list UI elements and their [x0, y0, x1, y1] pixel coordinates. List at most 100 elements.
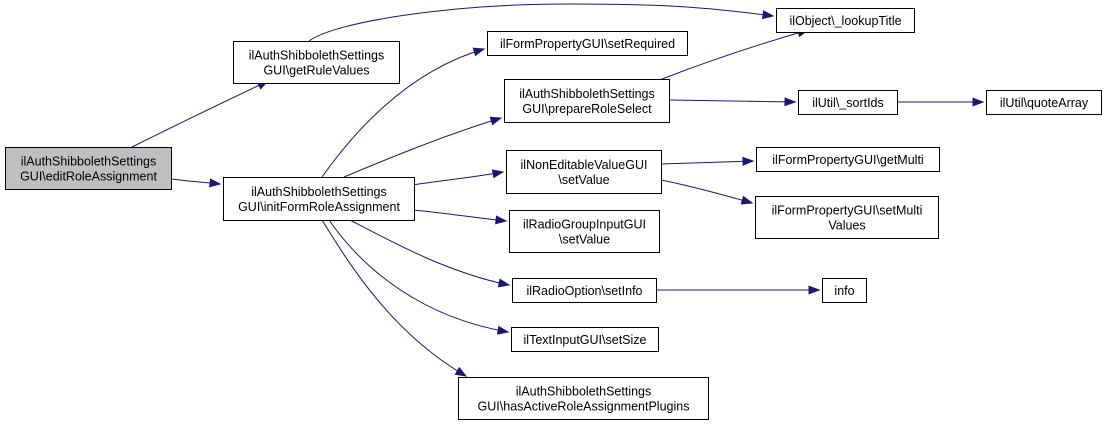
edge-radioOptionSetInfo-to-info — [656, 285, 821, 295]
node-label: ilTextInputGUI\setSize — [524, 333, 647, 347]
node-label: ilAuthShibbolethSettings — [519, 87, 655, 101]
edge-arrowhead — [454, 366, 468, 377]
node-box — [755, 196, 939, 239]
edge-line — [412, 171, 504, 186]
node-box — [506, 150, 662, 194]
node-label: Values — [828, 219, 865, 233]
node-label: ilAuthShibbolethSettings — [516, 385, 652, 399]
node-label: GUI\editRoleAssignment — [20, 170, 157, 184]
node-box — [509, 210, 660, 253]
node-getMulti[interactable]: ilFormPropertyGUI\getMulti — [756, 147, 940, 172]
edge-line — [131, 80, 269, 148]
node-prepareRoleSelect[interactable]: ilAuthShibbolethSettingsGUI\prepareRoleS… — [504, 79, 670, 123]
edge-editRoleAssignment-to-getRuleValues — [131, 80, 270, 148]
node-label: ilAuthShibbolethSettings — [249, 49, 385, 63]
edge-initFormRoleAssignment-to-nonEditableSetValue — [412, 169, 505, 186]
node-lookupTitle[interactable]: ilObject\_lookupTitle — [776, 8, 915, 33]
node-label: ilFormPropertyGUI\getMulti — [772, 153, 923, 167]
node-label: ilFormPropertyGUI\setRequired — [500, 37, 675, 51]
edge-line — [668, 99, 796, 103]
node-label: ilNonEditableValueGUI — [521, 158, 648, 172]
node-quoteArray[interactable]: ilUtil\quoteArray — [986, 90, 1102, 115]
edge-arrowhead — [491, 169, 505, 179]
node-initFormRoleAssignment[interactable]: ilAuthShibbolethSettingsGUI\initFormRole… — [223, 177, 415, 221]
edge-line — [412, 209, 507, 222]
node-label: ilRadioGroupInputGUI — [523, 218, 646, 232]
edge-arrowhead — [472, 47, 486, 57]
edge-line — [321, 219, 467, 377]
edge-sortIds-to-quoteArray — [897, 97, 985, 107]
edge-line — [321, 48, 485, 178]
edge-line — [660, 160, 754, 165]
node-box — [233, 41, 400, 84]
edge-initFormRoleAssignment-to-radioOptionSetInfo — [349, 219, 511, 288]
edge-nonEditableSetValue-to-setMultiValues — [660, 179, 754, 205]
node-box — [512, 278, 657, 303]
node-box — [487, 31, 688, 56]
edge-line — [660, 179, 753, 204]
edge-arrowhead — [496, 325, 510, 335]
node-info[interactable]: info — [822, 278, 867, 303]
node-label: \setValue — [559, 233, 610, 247]
edge-initFormRoleAssignment-to-prepareRoleSelect — [343, 116, 503, 178]
edge-initFormRoleAssignment-to-setRequired — [321, 47, 486, 178]
node-radioGroupSetValue[interactable]: ilRadioGroupInputGUI\setValue — [509, 210, 660, 253]
edge-getRuleValues-to-lookupTitle — [308, 3, 775, 42]
edge-arrowhead — [808, 285, 821, 295]
edge-arrowhead — [497, 278, 511, 288]
node-box — [756, 147, 940, 172]
node-box — [798, 90, 898, 115]
node-label: ilUtil\quoteArray — [1000, 96, 1089, 110]
node-box — [776, 8, 915, 33]
edge-line — [328, 219, 509, 333]
node-label: GUI\getRuleValues — [263, 64, 369, 78]
node-getRuleValues[interactable]: ilAuthShibbolethSettingsGUI\getRuleValue… — [233, 41, 400, 84]
edge-arrowhead — [489, 116, 503, 126]
edges-layer — [131, 3, 985, 377]
node-radioOptionSetInfo[interactable]: ilRadioOption\setInfo — [512, 278, 657, 303]
node-hasActivePlugins[interactable]: ilAuthShibbolethSettingsGUI\hasActiveRol… — [458, 377, 709, 420]
node-label: ilFormPropertyGUI\setMulti — [772, 204, 923, 218]
edge-line — [661, 29, 809, 80]
node-box — [511, 327, 659, 352]
node-label: GUI\prepareRoleSelect — [522, 102, 652, 116]
node-sortIds[interactable]: ilUtil\_sortIds — [798, 90, 898, 115]
edge-editRoleAssignment-to-initFormRoleAssignment — [171, 178, 222, 188]
edge-arrowhead — [209, 178, 222, 188]
nodes-layer: ilAuthShibbolethSettingsGUI\editRoleAssi… — [5, 8, 1102, 420]
edge-prepareRoleSelect-to-sortIds — [668, 97, 797, 107]
node-label: \setValue — [558, 173, 609, 187]
node-box — [458, 377, 709, 420]
node-nonEditableSetValue[interactable]: ilNonEditableValueGUI\setValue — [506, 150, 662, 194]
node-label: GUI\hasActiveRoleAssignmentPlugins — [478, 400, 690, 414]
node-box — [223, 177, 415, 221]
node-box — [822, 278, 867, 303]
edge-initFormRoleAssignment-to-textInputSetSize — [328, 219, 510, 335]
edge-arrowhead — [495, 215, 508, 225]
node-setRequired[interactable]: ilFormPropertyGUI\setRequired — [487, 31, 688, 56]
node-label: ilUtil\_sortIds — [812, 96, 884, 110]
edge-initFormRoleAssignment-to-hasActivePlugins — [321, 219, 468, 377]
node-label: ilAuthShibbolethSettings — [251, 185, 387, 199]
node-box — [5, 147, 172, 190]
edge-arrowhead — [742, 156, 755, 166]
edge-arrowhead — [784, 97, 797, 107]
edge-initFormRoleAssignment-to-radioGroupSetValue — [412, 209, 508, 225]
edge-arrowhead — [972, 97, 985, 107]
edge-nonEditableSetValue-to-getMulti — [660, 156, 755, 166]
node-box — [986, 90, 1102, 115]
node-label: info — [834, 284, 854, 298]
node-editRoleAssignment[interactable]: ilAuthShibbolethSettingsGUI\editRoleAssi… — [5, 147, 172, 190]
edge-line — [308, 3, 774, 42]
edge-line — [343, 117, 502, 178]
edge-arrowhead — [761, 10, 775, 20]
node-label: GUI\initFormRoleAssignment — [238, 200, 400, 214]
node-box — [504, 79, 670, 123]
node-label: ilObject\_lookupTitle — [789, 14, 901, 28]
node-textInputSetSize[interactable]: ilTextInputGUI\setSize — [511, 327, 659, 352]
node-label: ilRadioOption\setInfo — [526, 284, 642, 298]
edge-arrowhead — [740, 195, 754, 205]
node-label: ilAuthShibbolethSettings — [21, 155, 157, 169]
